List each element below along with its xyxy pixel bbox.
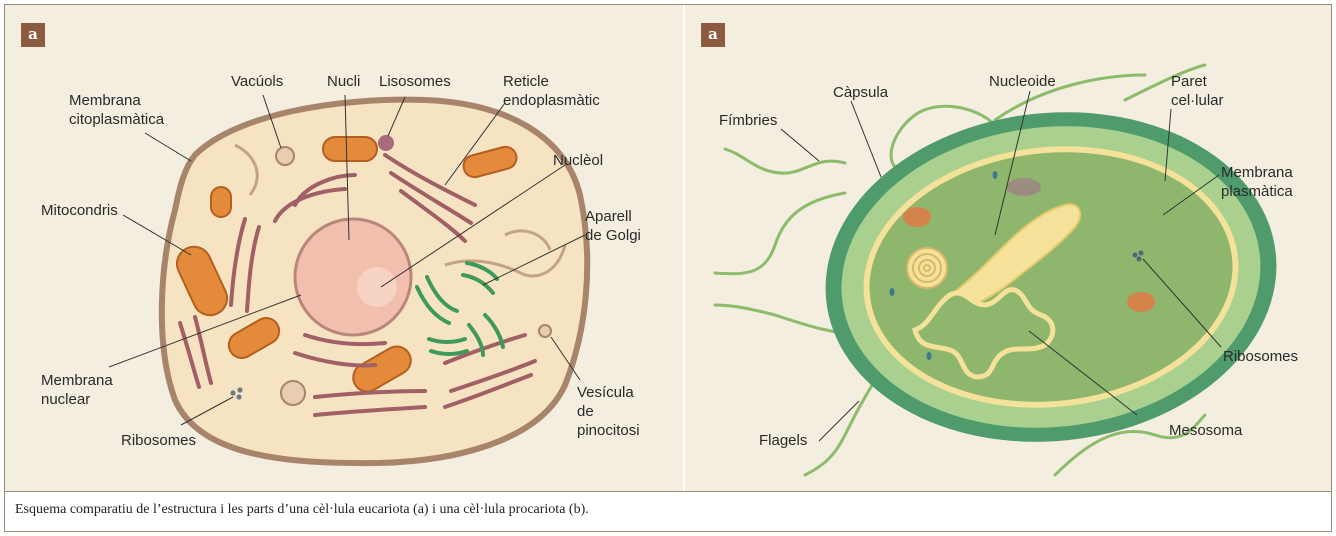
label-paret-2: cel·lular xyxy=(1171,92,1224,109)
nucleolus xyxy=(357,267,397,307)
spiral-granule xyxy=(907,248,947,288)
figure-caption: Esquema comparatiu de l’estructura i les… xyxy=(15,502,589,518)
label-membrana-nuclear-1: Membrana xyxy=(41,372,113,389)
label-reticle-1: Reticle xyxy=(503,73,549,90)
label-vesicula-3: pinocitosi xyxy=(577,422,640,439)
prokaryote-diagram: Fímbries Càpsula Nucleoide Paret cel·lul… xyxy=(685,5,1331,491)
label-vesicula-1: Vesícula xyxy=(577,384,634,401)
prokaryote-panel: a xyxy=(685,5,1331,491)
eukaryote-panel: a xyxy=(5,5,683,491)
vacuole xyxy=(276,147,294,165)
pinocytosis-vesicle xyxy=(539,325,551,337)
label-lisosomes: Lisosomes xyxy=(379,73,451,90)
label-vacuols: Vacúols xyxy=(231,73,283,90)
label-ribosomes-prokaryote: Ribosomes xyxy=(1223,348,1298,365)
label-nucleol: Nuclèol xyxy=(553,152,603,169)
label-fimbries: Fímbries xyxy=(719,112,777,129)
inclusion-orange-1 xyxy=(903,207,931,227)
label-membrana-plasmatica-2: plasmàtica xyxy=(1221,183,1293,200)
label-flagels: Flagels xyxy=(759,432,807,449)
eukaryote-diagram: Membrana citoplasmàtica Vacúols Nucli Li… xyxy=(5,5,683,491)
label-membrana-plasmatica-1: Membrana xyxy=(1221,164,1293,181)
label-nucleoide: Nucleoide xyxy=(989,73,1056,90)
label-mitocondris: Mitocondris xyxy=(41,202,118,219)
vacuole-2 xyxy=(281,381,305,405)
label-reticle-2: endoplasmàtic xyxy=(503,92,600,109)
inclusion-gray xyxy=(1007,178,1041,196)
label-capsula: Càpsula xyxy=(833,84,889,101)
label-membrana-nuclear-2: nuclear xyxy=(41,391,90,408)
caption-box: Esquema comparatiu de l’estructura i les… xyxy=(4,492,1332,532)
inclusion-orange-2 xyxy=(1127,292,1155,312)
label-aparell-1: Aparell xyxy=(585,208,632,225)
label-membrana-citoplasmatica-1: Membrana xyxy=(69,92,141,109)
label-vesicula-2: de xyxy=(577,403,594,420)
label-membrana-citoplasmatica-2: citoplasmàtica xyxy=(69,111,165,128)
lysosome xyxy=(378,135,394,151)
label-ribosomes-eukaryote: Ribosomes xyxy=(121,432,196,449)
label-aparell-2: de Golgi xyxy=(585,227,641,244)
label-paret-1: Paret xyxy=(1171,73,1208,90)
figure-frame: a xyxy=(4,4,1332,492)
label-mesosoma: Mesosoma xyxy=(1169,422,1243,439)
label-nucli: Nucli xyxy=(327,73,360,90)
